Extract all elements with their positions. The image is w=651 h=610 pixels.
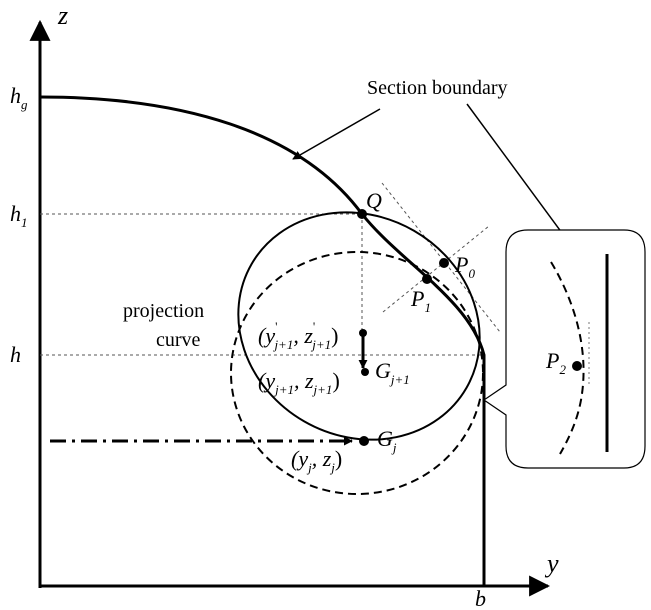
tangent-guide — [381, 182, 501, 333]
projection-curve-label-line1: projection — [123, 300, 204, 322]
point-P1 — [422, 274, 432, 284]
label-Gj1: Gj+1 — [375, 358, 410, 387]
point-y-prime — [359, 329, 367, 337]
tick-h: h — [10, 342, 21, 367]
y-axis-label: y — [544, 549, 559, 578]
label-Gj: Gj — [377, 426, 397, 455]
tick-b: b — [475, 586, 486, 610]
label-P0: P0 — [454, 252, 475, 281]
point-P0 — [439, 258, 449, 268]
z-axis-label: z — [57, 1, 68, 30]
dashed-ellipse — [230, 251, 484, 495]
point-Gj1 — [361, 368, 369, 376]
label-P1: P1 — [410, 286, 431, 315]
section-boundary-arrow-left — [292, 108, 381, 160]
projection-curve-ellipse — [237, 211, 481, 441]
point-Q — [357, 209, 367, 219]
section-boundary-curve — [39, 95, 486, 586]
tick-h1: h1 — [10, 201, 28, 230]
projection-curve-label-line2: curve — [156, 329, 201, 351]
coord-prime: (y'j+1, z'j+1) — [258, 319, 338, 352]
point-P2 — [572, 361, 582, 371]
zoom-callout-box — [482, 229, 646, 469]
coord-next: (yj+1, zj+1) — [258, 368, 340, 397]
coord-cur: (yj, zj) — [291, 446, 342, 475]
tick-hg: hg — [10, 83, 28, 112]
normal-guide — [382, 225, 490, 313]
zoom-dashed-arc — [550, 261, 585, 455]
point-Gj — [359, 436, 369, 446]
label-P2: P2 — [545, 348, 566, 377]
label-Q: Q — [366, 188, 382, 213]
section-boundary-label: Section boundary — [367, 77, 508, 99]
